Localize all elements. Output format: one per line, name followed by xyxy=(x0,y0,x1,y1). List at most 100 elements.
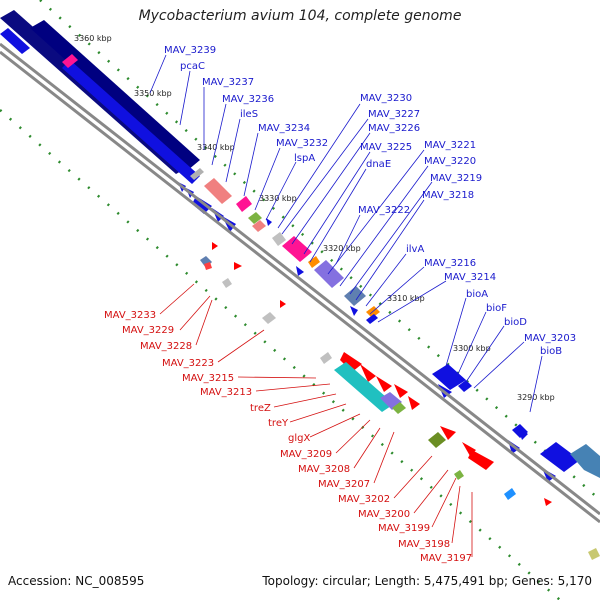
kbp-tick-label: 3300 kbp xyxy=(453,344,491,353)
gene-arrow xyxy=(212,242,218,250)
backbone-line xyxy=(0,42,600,516)
gene-label: MAV_3229 xyxy=(122,325,174,336)
gene-arrow xyxy=(350,306,358,316)
gene-block xyxy=(314,260,344,288)
gene-block xyxy=(540,442,580,472)
gene-block xyxy=(222,278,232,288)
tick-track-outer xyxy=(39,0,600,501)
gene-block xyxy=(62,60,200,184)
gene-block xyxy=(458,380,472,392)
gene-label: lspA xyxy=(294,153,315,164)
forward-genes xyxy=(0,10,600,478)
gene-block xyxy=(282,236,312,262)
gene-block xyxy=(468,450,494,470)
gene-label: MAV_3215 xyxy=(182,373,234,384)
genome-summary: Topology: circular; Length: 5,475,491 bp… xyxy=(262,574,592,588)
gene-label: MAV_3226 xyxy=(368,123,420,134)
gene-arrow xyxy=(544,498,552,506)
gene-label: MAV_3225 xyxy=(360,142,412,153)
gene-label: MAV_3199 xyxy=(378,523,430,534)
gene-label: MAV_3197 xyxy=(420,553,472,564)
gene-label: MAV_3203 xyxy=(524,333,576,344)
gene-block xyxy=(432,364,466,390)
gene-label: MAV_3227 xyxy=(368,109,420,120)
gene-block xyxy=(262,312,276,324)
gene-arrow xyxy=(440,426,456,440)
gene-block xyxy=(334,362,394,412)
gene-label: ileS xyxy=(240,109,258,120)
gene-label: MAV_3216 xyxy=(424,258,476,269)
kbp-tick-label: 3360 kbp xyxy=(74,34,112,43)
gene-label: MAV_3239 xyxy=(164,45,216,56)
gene-label: MAV_3221 xyxy=(424,140,476,151)
kbp-tick-label: 3320 kbp xyxy=(323,244,361,253)
gene-label: ilvA xyxy=(406,244,424,255)
gene-arrow xyxy=(408,396,420,410)
gene-block xyxy=(588,548,600,560)
gene-label: MAV_3207 xyxy=(318,479,370,490)
gene-label: treZ xyxy=(250,403,271,414)
gene-block xyxy=(366,314,378,324)
gene-label: MAV_3232 xyxy=(276,138,328,149)
gene-label: MAV_3214 xyxy=(444,272,496,283)
backbone-line xyxy=(0,50,600,524)
gene-arrow xyxy=(192,196,212,214)
gene-label: MAV_3218 xyxy=(422,190,474,201)
gene-label: bioA xyxy=(466,289,488,300)
gene-label: MAV_3213 xyxy=(200,387,252,398)
gene-block xyxy=(570,444,600,478)
gene-block xyxy=(504,488,516,500)
gene-label: MAV_3220 xyxy=(424,156,476,167)
gene-label: bioF xyxy=(486,303,507,314)
gene-label: MAV_3202 xyxy=(338,494,390,505)
reverse-labels: MAV_3233 MAV_3229 MAV_3228 MAV_3223 MAV_… xyxy=(104,310,472,564)
gene-label: MAV_3236 xyxy=(222,94,274,105)
gene-label: MAV_3233 xyxy=(104,310,156,321)
gene-block xyxy=(272,232,286,246)
gene-block xyxy=(428,432,446,448)
kbp-tick-label: 3330 kbp xyxy=(259,194,297,203)
gene-block xyxy=(454,470,464,480)
gene-label: MAV_3234 xyxy=(258,123,310,134)
gene-label: MAV_3198 xyxy=(398,539,450,550)
gene-arrow xyxy=(518,428,528,440)
gene-block xyxy=(252,220,266,232)
reverse-label-leaders xyxy=(159,283,473,557)
kbp-tick-label: 3290 kbp xyxy=(517,393,555,402)
figure-title: Mycobacterium avium 104, complete genome xyxy=(138,8,462,24)
gene-block xyxy=(344,286,366,306)
gene-label: MAV_3222 xyxy=(358,205,410,216)
gene-label: MAV_3228 xyxy=(140,341,192,352)
gene-label: MAV_3209 xyxy=(280,449,332,460)
gene-block xyxy=(62,54,78,68)
gene-arrow xyxy=(296,266,304,276)
gene-block xyxy=(204,178,232,204)
gene-label: treY xyxy=(268,418,289,429)
gene-label: bioD xyxy=(504,317,527,328)
gene-label: bioB xyxy=(540,346,562,357)
forward-labels: MAV_3239 pcaC MAV_3237 MAV_3236 ileS MAV… xyxy=(164,45,576,357)
gene-block xyxy=(248,212,262,224)
gene-label: pcaC xyxy=(180,61,205,72)
gene-block xyxy=(204,262,212,270)
gene-arrow xyxy=(376,376,392,392)
gene-label: glgX xyxy=(288,433,310,444)
gene-block xyxy=(366,306,380,318)
gene-label: MAV_3219 xyxy=(430,173,482,184)
gene-label: MAV_3223 xyxy=(162,358,214,369)
gene-block xyxy=(190,168,204,180)
gene-block xyxy=(392,402,406,414)
forward-label-leaders xyxy=(149,54,543,413)
accession-label: Accession: NC_008595 xyxy=(8,574,145,588)
reverse-genes xyxy=(200,242,600,560)
gene-block xyxy=(320,352,332,364)
gene-block xyxy=(236,196,252,212)
gene-label: dnaE xyxy=(366,159,391,170)
gene-arrow xyxy=(280,300,286,308)
kbp-tick-label: 3310 kbp xyxy=(387,294,425,303)
gene-label: MAV_3200 xyxy=(358,509,410,520)
gene-arrow xyxy=(234,262,242,270)
